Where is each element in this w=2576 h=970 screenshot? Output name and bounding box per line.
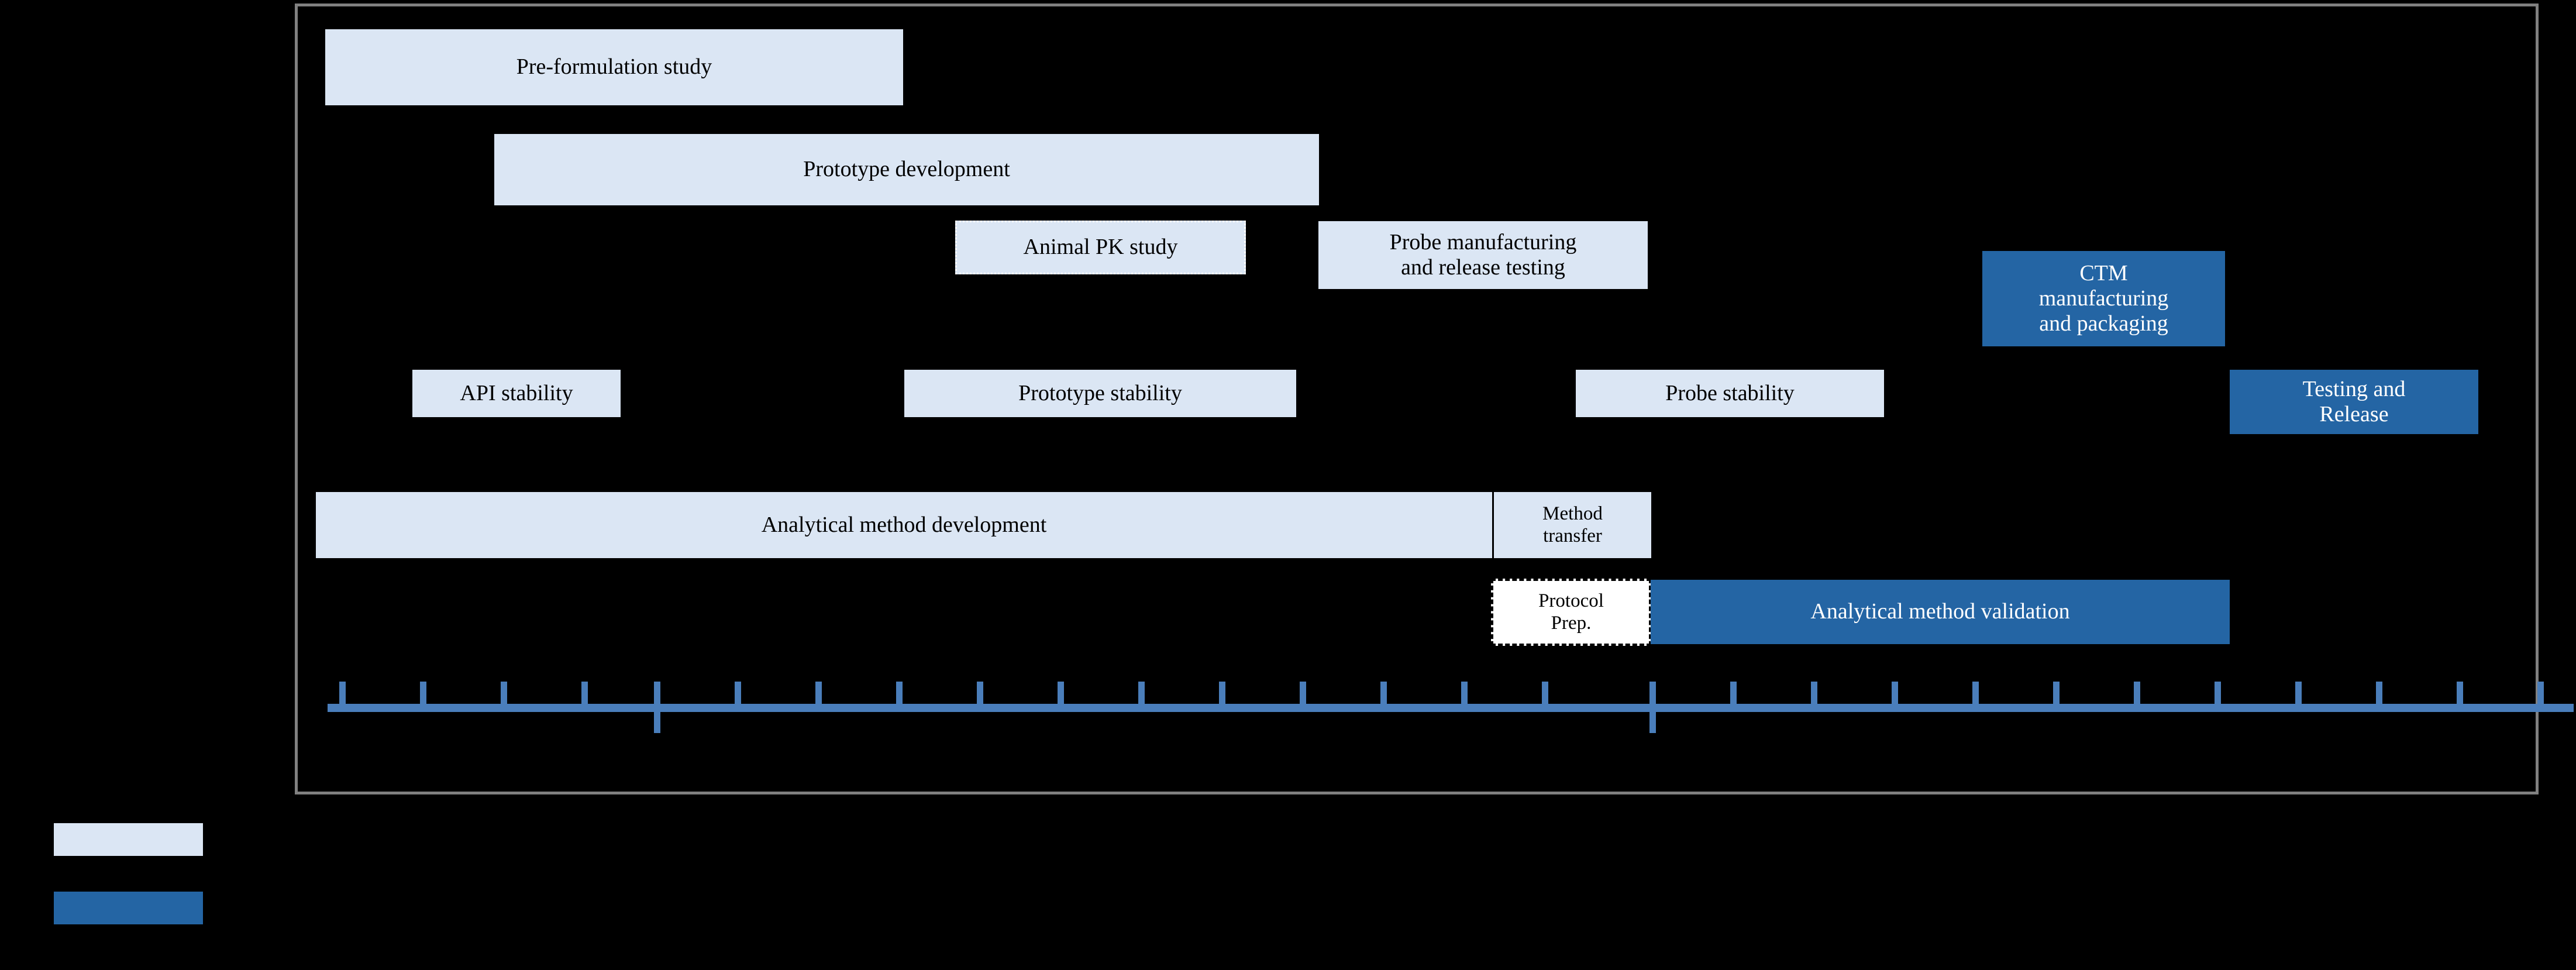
gantt-bar-probe-stability: Probe stability xyxy=(1576,370,1884,417)
timeline-tick-up xyxy=(2215,682,2221,704)
timeline-tick-up xyxy=(1461,682,1468,704)
legend-swatch-dark xyxy=(54,892,203,924)
gantt-bar-method-transfer: Method transfer xyxy=(1492,492,1651,558)
timeline-tick-up xyxy=(977,682,983,704)
timeline-tick-up xyxy=(2134,682,2140,704)
timeline-tick-up xyxy=(581,682,588,704)
gantt-bar-protocol-prep: Protocol Prep. xyxy=(1491,579,1651,646)
timeline-tick-up xyxy=(735,682,741,704)
timeline-tick-down xyxy=(1649,712,1656,733)
legend-swatch-light xyxy=(54,823,203,856)
gantt-bar-analytical-method-development: Analytical method development xyxy=(316,492,1492,558)
timeline-tick-up xyxy=(2295,682,2302,704)
timeline-tick-up xyxy=(2376,682,2382,704)
timeline-tick-up xyxy=(815,682,822,704)
timeline-tick-up xyxy=(1542,682,1548,704)
gantt-bar-animal-pk-study: Animal PK study xyxy=(955,221,1246,274)
gantt-bar-prototype-stability: Prototype stability xyxy=(904,370,1296,417)
timeline-tick-up xyxy=(420,682,426,704)
gantt-bar-ctm-manufacturing-and-packaging: CTM manufacturing and packaging xyxy=(1982,251,2225,346)
gantt-bar-pre-formulation-study: Pre-formulation study xyxy=(325,29,903,105)
timeline-tick-up xyxy=(1380,682,1387,704)
timeline-tick-up xyxy=(2053,682,2060,704)
gantt-bar-testing-and-release: Testing and Release xyxy=(2230,370,2478,434)
timeline-tick-up xyxy=(339,682,346,704)
gantt-chart-frame xyxy=(295,4,2539,794)
timeline-tick-up xyxy=(1219,682,1225,704)
gantt-bar-probe-manufacturing-and-release-testing: Probe manufacturing and release testing xyxy=(1318,221,1648,289)
gantt-bar-prototype-development: Prototype development xyxy=(494,134,1319,205)
timeline-tick-up xyxy=(654,682,660,704)
timeline-tick-down xyxy=(654,712,660,733)
timeline-tick-up xyxy=(896,682,903,704)
timeline-tick-up xyxy=(1811,682,1817,704)
timeline-tick-up xyxy=(1138,682,1145,704)
gantt-bar-analytical-method-validation: Analytical method validation xyxy=(1651,580,2230,644)
timeline-tick-up xyxy=(2537,682,2544,704)
timeline-tick-up xyxy=(501,682,507,704)
timeline-axis xyxy=(328,682,2574,733)
timeline-tick-up xyxy=(1892,682,1898,704)
timeline-tick-up xyxy=(1730,682,1737,704)
timeline-tick-up xyxy=(2457,682,2463,704)
timeline-tick-up xyxy=(1649,682,1656,704)
timeline-tick-up xyxy=(1972,682,1979,704)
gantt-bar-api-stability: API stability xyxy=(412,370,621,417)
timeline-tick-up xyxy=(1300,682,1306,704)
timeline-tick-up xyxy=(1058,682,1064,704)
